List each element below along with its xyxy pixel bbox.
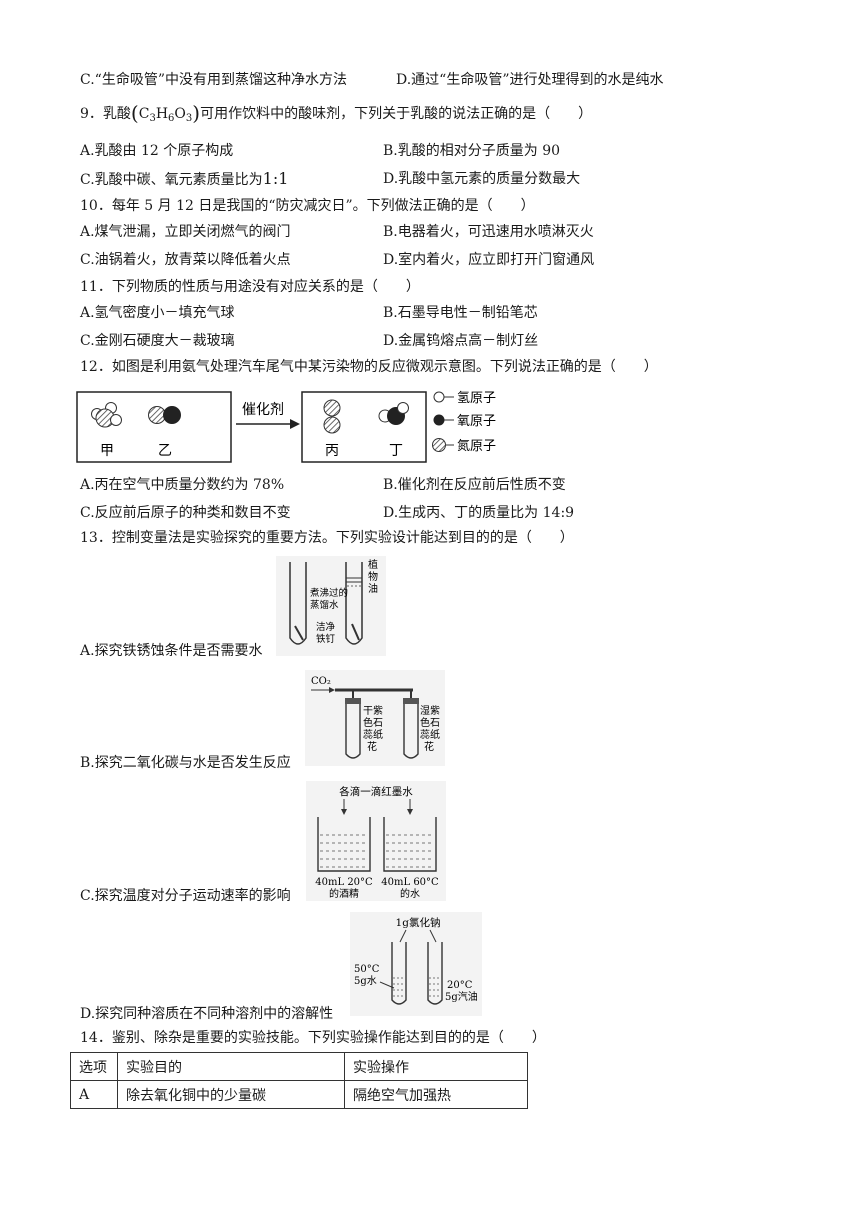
svg-text:1g氯化钠: 1g氯化钠 <box>396 916 441 929</box>
svg-text:的水: 的水 <box>400 887 420 900</box>
q11-option-c: C.金刚石硬度大－裁玻璃 <box>80 333 235 349</box>
svg-text:5g水: 5g水 <box>354 975 377 987</box>
table-cell: 隔绝空气加强热 <box>344 1080 528 1109</box>
legend-oxygen: 氧原子 <box>457 414 496 429</box>
legend-nitrogen: 氮原子 <box>457 439 496 454</box>
q12-stem: 12．如图是利用氨气处理汽车尾气中某污染物的反应微观示意图。下列说法正确的是（ … <box>80 359 658 375</box>
q9-option-a: A.乳酸由 12 个原子构成 <box>80 143 234 159</box>
iron-nail-right <box>351 623 360 641</box>
q8-option-c: C.“生命吸管”中没有用到蒸馏这种净水方法 <box>80 72 347 88</box>
table-cell: 除去氧化铜中的少量碳 <box>117 1080 345 1109</box>
svg-text:的酒精: 的酒精 <box>329 887 359 900</box>
q12-option-d: D.生成丙、丁的质量比为 14:9 <box>383 505 575 521</box>
products-box <box>301 391 427 463</box>
co2-experiment-figure: CO₂ 干紫 色石 蕊纸 花 湿紫 色石 蕊纸 花 <box>305 670 445 766</box>
catalyst-label: 催化剂 <box>242 402 284 418</box>
svg-text:花: 花 <box>367 740 377 753</box>
svg-text:40mL 20°C: 40mL 20°C <box>315 877 373 888</box>
q13-option-b: B.探究二氧化碳与水是否发生反应 <box>80 755 291 771</box>
q11-option-a: A.氢气密度小－填充气球 <box>80 305 235 321</box>
molecule-bing <box>323 399 341 434</box>
test-tube-dry <box>345 704 361 759</box>
label-jia: 甲 <box>100 443 114 459</box>
q10-option-c: C.油锅着火，放青菜以降低着火点 <box>80 252 291 268</box>
table-header-cell: 实验目的 <box>117 1052 345 1081</box>
q9-option-b: B.乳酸的相对分子质量为 90 <box>383 143 561 159</box>
q11-option-d: D.金属钨熔点高－制灯丝 <box>383 333 539 349</box>
svg-text:40mL 60°C: 40mL 60°C <box>381 877 439 888</box>
svg-text:色石: 色石 <box>420 716 440 729</box>
reactants-box <box>76 391 232 463</box>
q11-stem: 11．下列物质的性质与用途没有对应关系的是（ ） <box>80 279 420 295</box>
test-tube-wet <box>403 704 419 759</box>
q10-option-d: D.室内着火，应立即打开门窗通风 <box>383 252 595 268</box>
q13-option-d: D.探究同种溶质在不同种溶剂中的溶解性 <box>80 1006 334 1022</box>
q13-stem: 13．控制变量法是实验探究的重要方法。下列实验设计能达到目的的是（ ） <box>80 530 574 546</box>
test-tube-right <box>345 562 363 645</box>
svg-text:蕊纸: 蕊纸 <box>420 728 440 741</box>
svg-text:物: 物 <box>368 570 378 583</box>
q14-stem: 14．鉴别、除杂是重要的实验技能。下列实验操作能达到目的的是（ ） <box>80 1030 546 1046</box>
diffusion-experiment-figure: 各滴一滴红墨水 40mL 20°C 的酒精 40mL 60°C 的水 <box>306 781 446 901</box>
q14-table: 选项 实验目的 实验操作 A 除去氧化铜中的少量碳 隔绝空气加强热 <box>70 1052 528 1109</box>
q10-option-a: A.煤气泄漏，立即关闭燃气的阀门 <box>80 224 291 240</box>
svg-text:油: 油 <box>368 582 378 595</box>
q12-option-a: A.丙在空气中质量分数约为 78% <box>80 477 285 493</box>
solubility-experiment-figure: 1g氯化钠 50°C 5g水 20°C 5g汽油 <box>350 912 482 1016</box>
q13-option-a: A.探究铁锈蚀条件是否需要水 <box>80 643 263 659</box>
molecule-jia <box>91 402 122 428</box>
q9-option-d: D.乳酸中氢元素的质量分数最大 <box>383 171 581 187</box>
q9-formula: C3H6O3 <box>138 106 193 124</box>
svg-text:洁净: 洁净 <box>316 621 336 633</box>
svg-text:花: 花 <box>424 740 434 753</box>
reaction-diagram: 甲 乙 催化剂 丙 丁 氢原子 氧原子 氮原子 <box>76 391 496 463</box>
table-header-row: 选项 实验目的 实验操作 <box>70 1052 528 1081</box>
q9-option-c: C.乳酸中碳、氧元素质量比为1:1 <box>80 169 289 188</box>
q12-option-b: B.催化剂在反应前后性质不变 <box>383 477 566 493</box>
iron-nail-left <box>294 625 304 641</box>
svg-text:20°C: 20°C <box>447 980 473 991</box>
svg-text:5g汽油: 5g汽油 <box>445 990 478 1003</box>
label-bing: 丙 <box>325 443 339 459</box>
q12-option-c: C.反应前后原子的种类和数目不变 <box>80 505 291 521</box>
q10-option-b: B.电器着火，可迅速用水喷淋灭火 <box>383 224 594 240</box>
q9-stem: 9．乳酸(C3H6O3)可用作饮料中的酸味剂，下列关于乳酸的说法正确的是（ ） <box>80 101 593 125</box>
table-cell: A <box>70 1080 118 1109</box>
svg-text:色石: 色石 <box>363 716 383 729</box>
q11-option-b: B.石墨导电性－制铅笔芯 <box>383 305 538 321</box>
beaker-right <box>383 817 437 872</box>
svg-text:植: 植 <box>368 558 378 571</box>
svg-text:蕊纸: 蕊纸 <box>363 728 383 741</box>
arrow-head <box>290 419 300 429</box>
label-yi: 乙 <box>158 443 172 459</box>
svg-text:煮沸过的: 煮沸过的 <box>310 587 348 599</box>
test-tube-water <box>391 942 407 1005</box>
q10-stem: 10．每年 5 月 12 日是我国的“防灾减灾日”。下列做法正确的是（ ） <box>80 198 535 214</box>
table-header-cell: 选项 <box>70 1052 118 1081</box>
svg-text:CO₂: CO₂ <box>311 676 331 687</box>
test-tube-left <box>289 562 307 645</box>
table-row: A 除去氧化铜中的少量碳 隔绝空气加强热 <box>70 1080 528 1109</box>
rust-experiment-figure: 植 物 油 煮沸过的 蒸馏水 洁净 铁钉 <box>276 556 386 656</box>
table-header-cell: 实验操作 <box>344 1052 528 1081</box>
legend: 氢原子 氧原子 氮原子 <box>432 391 496 454</box>
q13-option-c: C.探究温度对分子运动速率的影响 <box>80 888 291 904</box>
legend-hydrogen: 氢原子 <box>457 391 496 406</box>
molecule-yi <box>148 406 181 424</box>
test-tube-gasoline <box>427 942 443 1005</box>
svg-text:各滴一滴红墨水: 各滴一滴红墨水 <box>339 785 413 798</box>
beaker-left <box>317 817 371 872</box>
label-ding: 丁 <box>389 443 403 459</box>
svg-text:50°C: 50°C <box>354 964 380 975</box>
svg-text:铁钉: 铁钉 <box>316 633 336 645</box>
molecule-ding <box>378 402 409 425</box>
svg-text:湿紫: 湿紫 <box>420 705 440 717</box>
q8-option-d: D.通过“生命吸管”进行处理得到的水是纯水 <box>396 72 664 88</box>
svg-text:蒸馏水: 蒸馏水 <box>310 599 339 611</box>
svg-text:干紫: 干紫 <box>363 705 383 717</box>
